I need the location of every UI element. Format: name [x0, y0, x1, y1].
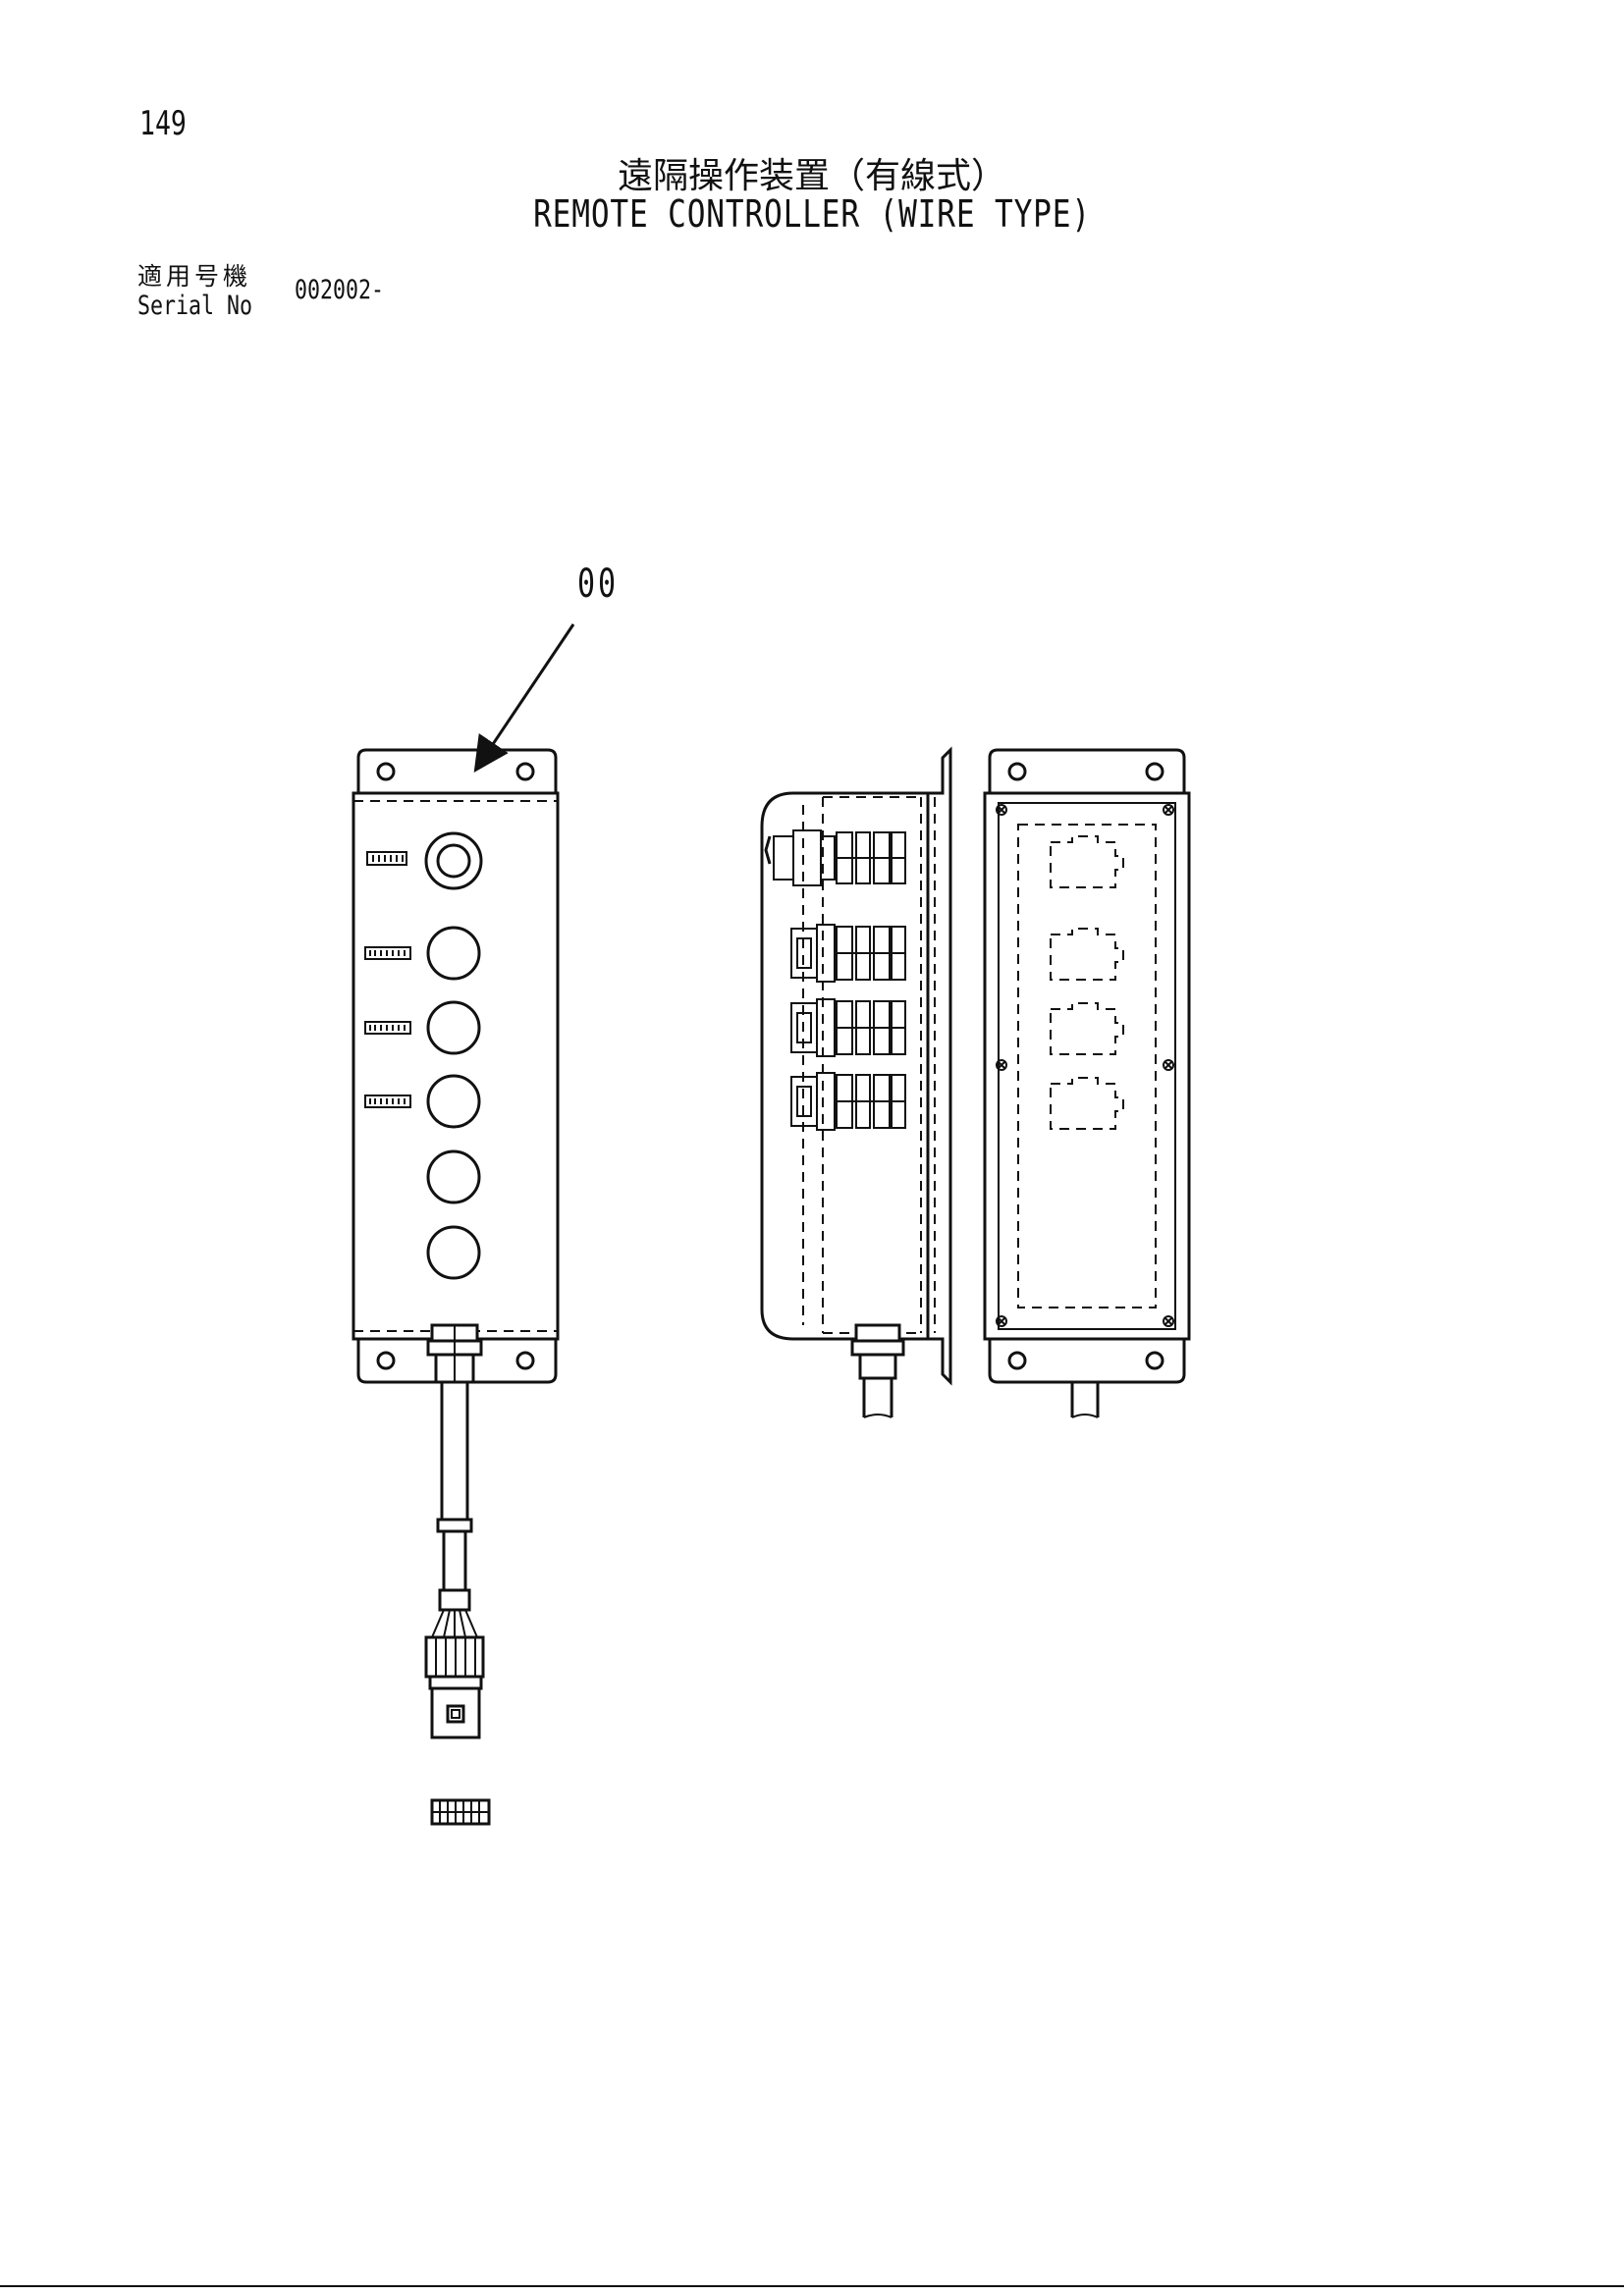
front-label-plate-2: [364, 946, 411, 960]
rear-bottom-tab: [988, 1339, 1186, 1384]
rear-mount-hole-top-left: [1007, 762, 1027, 781]
callout-label-00: 00: [577, 561, 620, 607]
rear-body: [983, 791, 1191, 1341]
callout-leader-arrow: [473, 623, 575, 773]
front-button-5: [426, 1149, 481, 1204]
side-housing: [760, 791, 928, 1341]
rear-hidden-switch-1: [1050, 835, 1124, 888]
side-switch-stack-4: [790, 1072, 906, 1131]
rear-internal-outline: [1017, 824, 1157, 1308]
front-cable-gland: [426, 1323, 483, 1384]
front-mount-hole-bottom-left: [376, 1351, 396, 1370]
rear-cover-plate: [998, 802, 1176, 1330]
front-button-2: [426, 926, 481, 981]
front-mount-hole-top-left: [376, 762, 396, 781]
rear-mount-hole-bottom-left: [1007, 1351, 1027, 1370]
side-switch-stack-2: [790, 924, 906, 983]
front-button-6: [426, 1225, 481, 1280]
rear-mount-hole-bottom-right: [1145, 1351, 1164, 1370]
front-cable: [436, 1382, 473, 1612]
rear-hidden-switch-2: [1050, 928, 1124, 981]
front-label-plate-1: [366, 851, 407, 866]
page-title-english: REMOTE CONTROLLER (WIRE TYPE): [533, 192, 1091, 236]
serial-number-value: 002002-: [295, 275, 385, 305]
side-flange: [926, 746, 952, 1386]
page-title-japanese: 遠隔操作装置（有線式）: [617, 156, 1006, 196]
page-number: 149: [139, 104, 187, 143]
front-mount-hole-bottom-right: [515, 1351, 535, 1370]
front-label-plate-3: [364, 1021, 411, 1035]
rear-hidden-switch-4: [1050, 1077, 1124, 1130]
side-view: [760, 746, 952, 1418]
front-top-tab: [356, 748, 558, 793]
rear-cover-screws: [996, 804, 1174, 1327]
rear-cable-stub: [1070, 1382, 1100, 1418]
rear-top-tab: [988, 748, 1186, 793]
side-cable-gland: [850, 1323, 905, 1418]
side-switch-stack-1: [764, 829, 906, 886]
rear-hidden-switch-3: [1050, 1002, 1124, 1055]
front-view: [352, 748, 560, 1826]
rear-view: [983, 748, 1191, 1418]
mating-connector: [430, 1798, 491, 1826]
serial-label-english: Serial No: [137, 291, 253, 321]
front-button-4: [426, 1074, 481, 1129]
front-wire-bundle: [424, 1609, 485, 1679]
front-connector-plug: [428, 1675, 483, 1739]
serial-label-japanese: 適用号機: [137, 262, 252, 291]
front-emergency-stop-button: [424, 831, 483, 890]
side-switch-stack-3: [790, 998, 906, 1057]
rear-mount-hole-top-right: [1145, 762, 1164, 781]
front-label-plate-4: [364, 1095, 411, 1108]
front-button-3: [426, 1000, 481, 1055]
front-mount-hole-top-right: [515, 762, 535, 781]
